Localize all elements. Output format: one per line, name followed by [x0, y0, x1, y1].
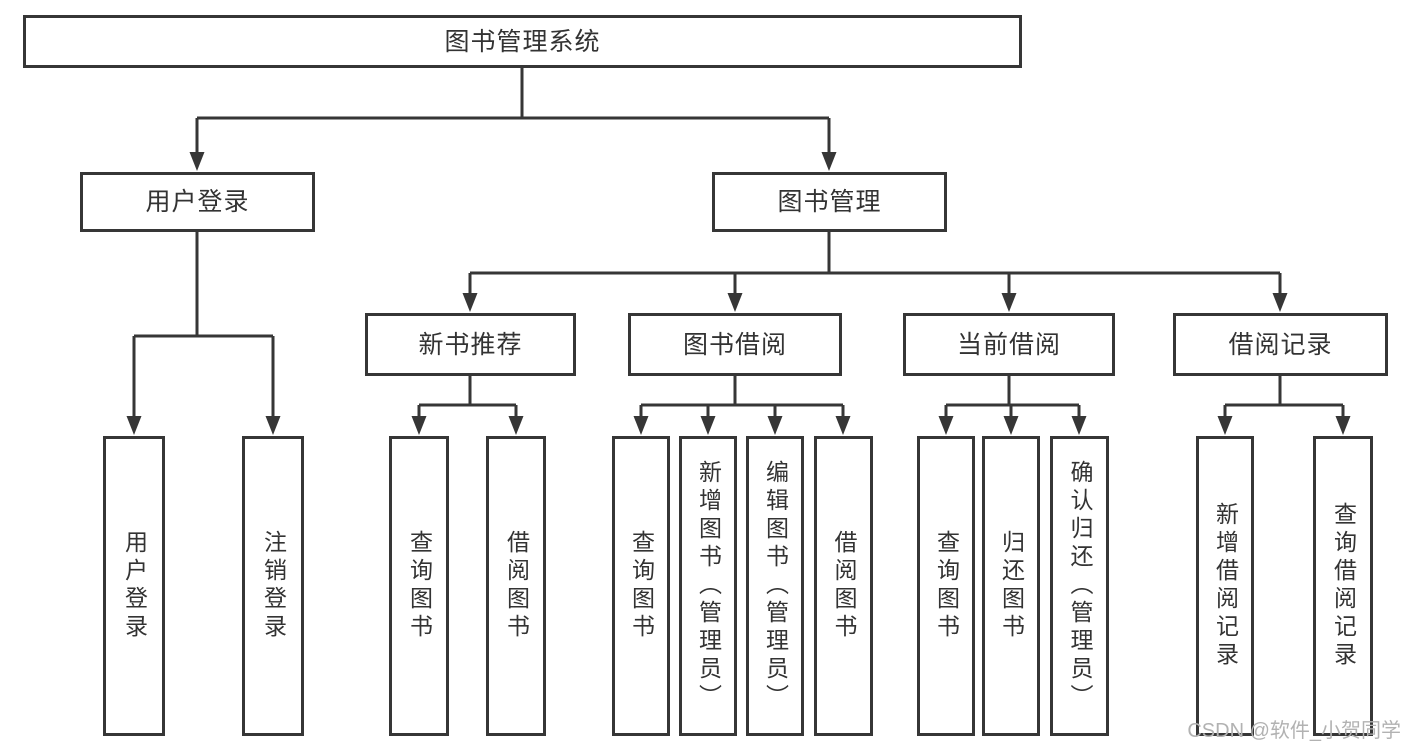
connector-currentborrow-to-leaves [944, 376, 1081, 417]
leaf-return-book: 归还图书 [982, 436, 1040, 736]
arrowhead [938, 416, 954, 435]
node-root-system: 图书管理系统 [23, 15, 1022, 68]
arrowhead [1003, 416, 1019, 435]
node-book-management: 图书管理 [712, 172, 947, 232]
leaf-query-books-1: 查询图书 [389, 436, 449, 736]
leaf-query-books-3: 查询图书 [917, 436, 975, 736]
leaf-add-book-admin: 新增图书（管理员） [679, 436, 737, 736]
arrowhead [126, 416, 142, 435]
leaf-confirm-return-admin: 确认归还（管理员） [1050, 436, 1109, 736]
node-borrowing-records: 借阅记录 [1173, 313, 1388, 376]
connector-newbooks-to-leaves [417, 376, 518, 417]
node-current-borrowing: 当前借阅 [903, 313, 1115, 376]
arrowhead [1217, 416, 1233, 435]
leaf-query-borrow-record: 查询借阅记录 [1313, 436, 1373, 736]
csdn-watermark: CSDN @软件_小贺同学 [1187, 720, 1401, 742]
leaf-query-books-2: 查询图书 [612, 436, 670, 736]
leaf-borrow-books-1: 借阅图书 [486, 436, 546, 736]
arrowhead [462, 293, 478, 312]
arrowhead [508, 416, 524, 435]
arrowhead [189, 152, 205, 171]
node-book-borrowing: 图书借阅 [628, 313, 842, 376]
leaf-user-login: 用户登录 [103, 436, 165, 736]
leaf-add-borrow-record: 新增借阅记录 [1196, 436, 1254, 736]
arrowhead [1335, 416, 1351, 435]
leaf-borrow-books-2: 借阅图书 [814, 436, 873, 736]
arrowhead [727, 293, 743, 312]
connector-bookborrow-to-leaves [639, 376, 845, 417]
arrowhead [1071, 416, 1087, 435]
arrowheads [126, 152, 1351, 435]
node-user-login-branch: 用户登录 [80, 172, 315, 232]
arrowhead [821, 152, 837, 171]
arrowhead [835, 416, 851, 435]
arrowhead [767, 416, 783, 435]
arrowhead [411, 416, 427, 435]
leaf-edit-book-admin: 编辑图书（管理员） [746, 436, 804, 736]
arrowhead [265, 416, 281, 435]
connector-bookmgmt-to-level3 [468, 232, 1282, 294]
connector-userlogin-to-leaves [132, 232, 275, 417]
connector-borrowrecords-to-leaves [1223, 376, 1345, 417]
node-new-book-recommend: 新书推荐 [365, 313, 576, 376]
arrowhead [1001, 293, 1017, 312]
connector-root-to-level2 [195, 68, 831, 153]
arrowhead [700, 416, 716, 435]
leaf-logout: 注销登录 [242, 436, 304, 736]
arrowhead [633, 416, 649, 435]
arrowhead [1272, 293, 1288, 312]
